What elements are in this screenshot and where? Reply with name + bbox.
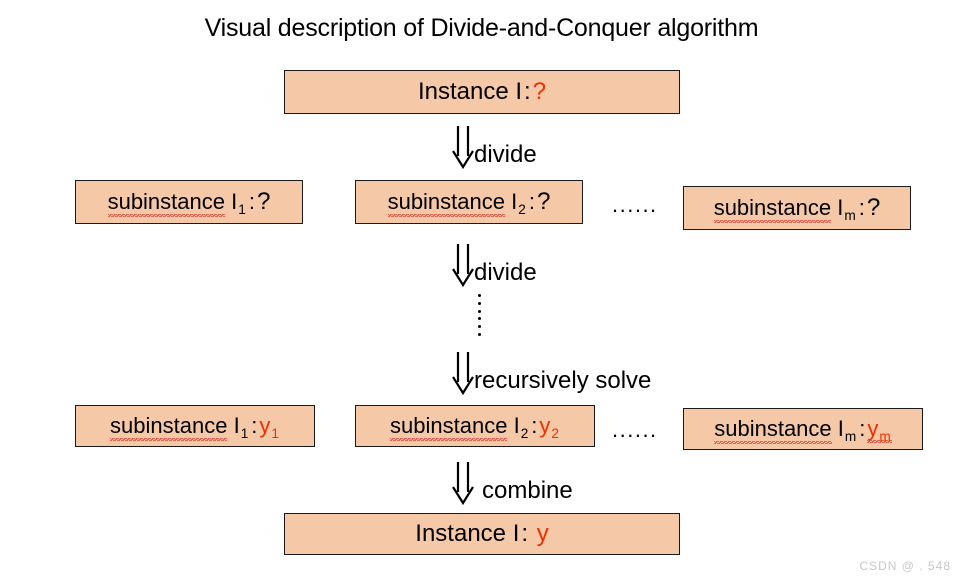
dot bbox=[477, 325, 481, 329]
subinstance-top-2-subscript: 2 bbox=[518, 201, 526, 217]
dot bbox=[477, 332, 481, 336]
subinstance-top-1-symbol: I bbox=[231, 189, 238, 214]
subinstance-bottom-1-subscript: 1 bbox=[240, 425, 249, 441]
dot bbox=[477, 301, 481, 305]
box-subinstance-bottom-1: subinstance I 1 : y 1 bbox=[75, 405, 315, 447]
subinstance-top-m-label: subinstance bbox=[713, 195, 832, 223]
instance-bottom-label: Instance bbox=[415, 520, 507, 547]
subinstance-top-m-subscript: m bbox=[844, 207, 856, 223]
subinstance-top-m-colon: : bbox=[858, 195, 865, 220]
subinstance-top-2-label: subinstance bbox=[387, 189, 506, 217]
instance-top-label: Instance bbox=[417, 78, 509, 105]
subinstance-bottom-m-label: subinstance bbox=[714, 416, 833, 444]
double-down-arrow-icon bbox=[452, 126, 474, 170]
subinstance-top-1-colon: : bbox=[248, 189, 255, 214]
box-subinstance-bottom-2: subinstance I 2 : y 2 bbox=[355, 405, 595, 447]
subinstance-top-1-label: subinstance bbox=[107, 189, 226, 217]
box-subinstance-bottom-m: subinstance I m : y m bbox=[683, 408, 923, 450]
arrow-divide-2: divide bbox=[452, 244, 537, 288]
subinstance-bottom-2-label: subinstance bbox=[390, 413, 508, 441]
subinstance-bottom-m-colon: : bbox=[859, 416, 866, 441]
instance-bottom-symbol: I bbox=[512, 520, 520, 547]
instance-top-value: ? bbox=[532, 78, 547, 105]
ellipsis-bottom-row: ...... bbox=[612, 417, 658, 442]
box-subinstance-top-1: subinstance I 1 : ? bbox=[75, 180, 303, 224]
arrow-label-recursively-solve: recursively solve bbox=[474, 367, 652, 394]
box-subinstance-top-m: subinstance I m : ? bbox=[683, 186, 911, 230]
double-down-arrow-icon bbox=[452, 352, 474, 396]
subinstance-bottom-2-colon: : bbox=[531, 413, 538, 438]
ellipsis-top-row: ...... bbox=[612, 192, 658, 217]
subinstance-top-1-subscript: 1 bbox=[238, 201, 246, 217]
subinstance-bottom-m-symbol: I bbox=[837, 416, 844, 441]
subinstance-bottom-1-value: y bbox=[259, 413, 271, 438]
arrow-label-combine: combine bbox=[482, 477, 573, 504]
subinstance-bottom-m-value: y bbox=[867, 416, 879, 441]
instance-top-symbol: I bbox=[515, 78, 523, 105]
subinstance-bottom-2-value-subscript: 2 bbox=[551, 425, 559, 441]
dot bbox=[477, 317, 481, 321]
subinstance-bottom-2-symbol: I bbox=[513, 413, 520, 438]
subinstance-top-2-symbol: I bbox=[511, 189, 518, 214]
subinstance-bottom-2-subscript: 2 bbox=[520, 425, 529, 441]
arrow-combine: combine bbox=[452, 462, 573, 506]
dot bbox=[477, 309, 481, 313]
watermark: CSDN @ . 548 bbox=[859, 559, 951, 573]
arrow-label-divide-2: divide bbox=[474, 259, 537, 286]
arrow-divide-1: divide bbox=[452, 126, 537, 170]
box-instance-bottom: Instance I : y bbox=[284, 513, 680, 555]
subinstance-top-2-colon: : bbox=[528, 189, 535, 214]
subinstance-top-m-value: ? bbox=[866, 194, 881, 221]
subinstance-top-2-value: ? bbox=[536, 188, 551, 215]
instance-bottom-colon: : bbox=[521, 520, 529, 547]
instance-top-colon: : bbox=[524, 78, 531, 105]
subinstance-bottom-1-symbol: I bbox=[233, 413, 240, 438]
subinstance-bottom-2-value: y bbox=[539, 413, 551, 438]
subinstance-bottom-1-colon: : bbox=[251, 413, 258, 438]
double-down-arrow-icon bbox=[452, 462, 474, 506]
box-subinstance-top-2: subinstance I 2 : ? bbox=[355, 180, 583, 224]
arrow-recursively-solve: recursively solve bbox=[452, 352, 651, 396]
dot bbox=[477, 294, 481, 297]
box-instance-top: Instance I : ? bbox=[284, 70, 680, 114]
arrow-label-divide-1: divide bbox=[474, 141, 537, 168]
page-title: Visual description of Divide-and-Conquer… bbox=[204, 14, 759, 42]
double-down-arrow-icon bbox=[452, 244, 474, 288]
vertical-ellipsis bbox=[477, 294, 481, 336]
subinstance-top-m-symbol: I bbox=[837, 195, 844, 220]
subinstance-top-1-value: ? bbox=[256, 188, 271, 215]
subinstance-bottom-m-value-subscript: m bbox=[879, 428, 891, 444]
subinstance-bottom-1-label: subinstance bbox=[110, 413, 228, 441]
subinstance-bottom-1-value-subscript: 1 bbox=[271, 425, 279, 441]
instance-bottom-value: y bbox=[536, 520, 549, 547]
subinstance-bottom-m-subscript: m bbox=[844, 428, 857, 444]
